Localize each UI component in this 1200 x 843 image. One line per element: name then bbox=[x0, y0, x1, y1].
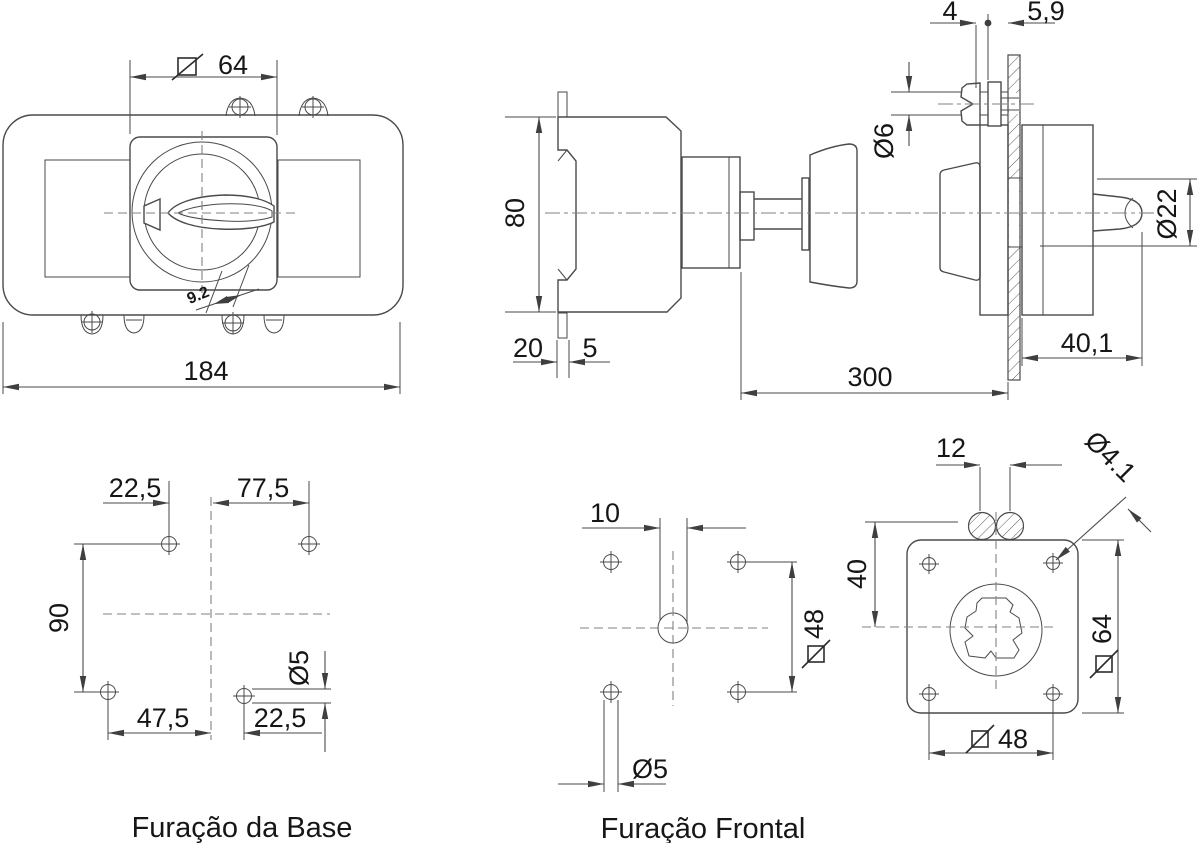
screw-cross-icon bbox=[222, 312, 244, 334]
rail-notches bbox=[557, 149, 568, 281]
dim-300: 300 bbox=[740, 272, 1009, 400]
shaft-hub bbox=[739, 191, 755, 241]
dim-square48-frontdrill: 48 bbox=[747, 561, 831, 693]
knockout-circles bbox=[967, 511, 1025, 541]
dim-225-bottom-label: 22,5 bbox=[254, 703, 307, 733]
dim-90-label: 90 bbox=[44, 603, 74, 633]
screw-cross-icon bbox=[302, 96, 324, 118]
handle-left-tab bbox=[143, 197, 161, 232]
front-drilling-caption: Furação Frontal bbox=[601, 813, 806, 843]
square-symbol bbox=[965, 724, 995, 754]
rail-tab-top bbox=[557, 91, 568, 118]
dim-775: 77,5 bbox=[213, 473, 310, 536]
front-drilling-view: 10 48 Ø5 Furação Frontal bbox=[558, 498, 831, 843]
front-drill-holes bbox=[600, 551, 749, 703]
body-profile bbox=[557, 116, 682, 313]
dim-20-5: 20 5 bbox=[513, 333, 610, 378]
dim-square64-plate-label: 64 bbox=[1087, 614, 1117, 644]
dim-square64-label: 64 bbox=[218, 50, 248, 80]
screw-cross-icon bbox=[81, 311, 103, 333]
dim-square48-plate: 48 bbox=[928, 700, 1054, 760]
dim-40: 40 bbox=[842, 521, 958, 627]
dim-401-label: 40,1 bbox=[1061, 328, 1114, 358]
dim-square48-frontdrill-label: 48 bbox=[799, 609, 829, 639]
screw-head bbox=[960, 82, 981, 126]
dim-10: 10 bbox=[582, 498, 746, 532]
dim-90: 90 bbox=[44, 543, 158, 693]
dim-80: 80 bbox=[500, 116, 556, 313]
dim-4-label: 4 bbox=[942, 0, 957, 26]
shaft-washer bbox=[801, 177, 810, 251]
bottom-screw-tabs bbox=[80, 311, 285, 335]
dim-40-label: 40 bbox=[842, 559, 872, 589]
dim-475: 47,5 bbox=[107, 701, 211, 740]
rail-tab-bottom bbox=[557, 312, 568, 339]
hole-cross-icon bbox=[233, 685, 255, 707]
dim-184-label: 184 bbox=[183, 356, 228, 386]
dim-775-label: 77,5 bbox=[237, 473, 290, 503]
dim-4-59: 4 5,9 bbox=[930, 0, 1065, 88]
dim-184: 184 bbox=[2, 322, 401, 394]
dim-59-label: 5,9 bbox=[1027, 0, 1065, 26]
hole-cross-icon bbox=[919, 684, 939, 704]
dim-12: 12 bbox=[936, 433, 1062, 511]
panel-screw bbox=[891, 81, 1034, 127]
front-housing bbox=[1021, 124, 1094, 316]
dim-dia6: Ø6 bbox=[869, 62, 913, 159]
hole-cross-icon bbox=[919, 554, 939, 574]
front-view: 64 184 9.2 bbox=[2, 50, 404, 394]
dim-dia22: Ø22 bbox=[1040, 178, 1197, 247]
base-holes bbox=[97, 533, 320, 707]
dim-12-label: 12 bbox=[936, 433, 966, 463]
dim-dia5-frontdrill: Ø5 bbox=[558, 700, 668, 792]
dim-dia5-base-label: Ø5 bbox=[284, 650, 314, 686]
dim-dia41-label: Ø4.1 bbox=[1079, 425, 1142, 488]
hole-cross-icon bbox=[600, 551, 622, 573]
hole-cross-icon bbox=[600, 681, 622, 703]
trilobe-shaft-hole bbox=[964, 597, 1023, 659]
dim-20-label: 20 bbox=[513, 333, 543, 363]
dim-square48-plate-label: 48 bbox=[998, 724, 1028, 754]
hole-cross-icon bbox=[158, 533, 180, 555]
dim-dia6-label: Ø6 bbox=[869, 123, 899, 159]
dim-dia5-frontdrill-label: Ø5 bbox=[632, 754, 668, 784]
dim-300-label: 300 bbox=[847, 362, 892, 392]
body-window-right bbox=[277, 159, 361, 278]
base-drilling-caption: Furação da Base bbox=[132, 812, 353, 843]
dim-225-top-label: 22,5 bbox=[109, 473, 162, 503]
hole-cross-icon bbox=[1043, 553, 1063, 573]
dim-401: 40,1 bbox=[1021, 232, 1143, 366]
dim-5-label: 5 bbox=[582, 333, 597, 363]
hole-cross-icon bbox=[727, 681, 749, 703]
base-drilling-view: 22,5 77,5 90 47,5 22,5 Ø5 bbox=[44, 473, 352, 843]
panel-bell bbox=[939, 162, 981, 281]
handle-bell bbox=[809, 143, 858, 289]
top-screw-tabs bbox=[225, 96, 329, 118]
dim-dia5-base: Ø5 bbox=[252, 650, 331, 752]
screw-cross-icon bbox=[229, 96, 251, 118]
dim-dia22-label: Ø22 bbox=[1152, 188, 1182, 239]
dim-80-label: 80 bbox=[500, 198, 530, 228]
hole-cross-icon bbox=[298, 533, 320, 555]
front-plate-view: 12 Ø4.1 40 64 bbox=[842, 425, 1152, 760]
square-symbol bbox=[1089, 649, 1119, 679]
hole-cross-icon bbox=[727, 551, 749, 573]
square-symbol bbox=[171, 53, 204, 81]
dim-10-label: 10 bbox=[590, 498, 620, 528]
dim-225-bottom: 22,5 bbox=[243, 703, 322, 740]
panel-flange-rear bbox=[979, 124, 1009, 316]
dim-square64-plate: 64 bbox=[1082, 539, 1124, 714]
knob-handle bbox=[167, 194, 275, 230]
knob-handle-inner bbox=[176, 203, 273, 222]
dim-225-top: 22,5 bbox=[103, 473, 170, 536]
square-symbol bbox=[801, 639, 831, 669]
dim-square64: 64 bbox=[129, 50, 278, 135]
dim-475-label: 47,5 bbox=[137, 703, 190, 733]
side-view: 80 20 5 300 4 5,9 bbox=[500, 0, 1197, 400]
hole-cross-icon bbox=[97, 681, 119, 703]
